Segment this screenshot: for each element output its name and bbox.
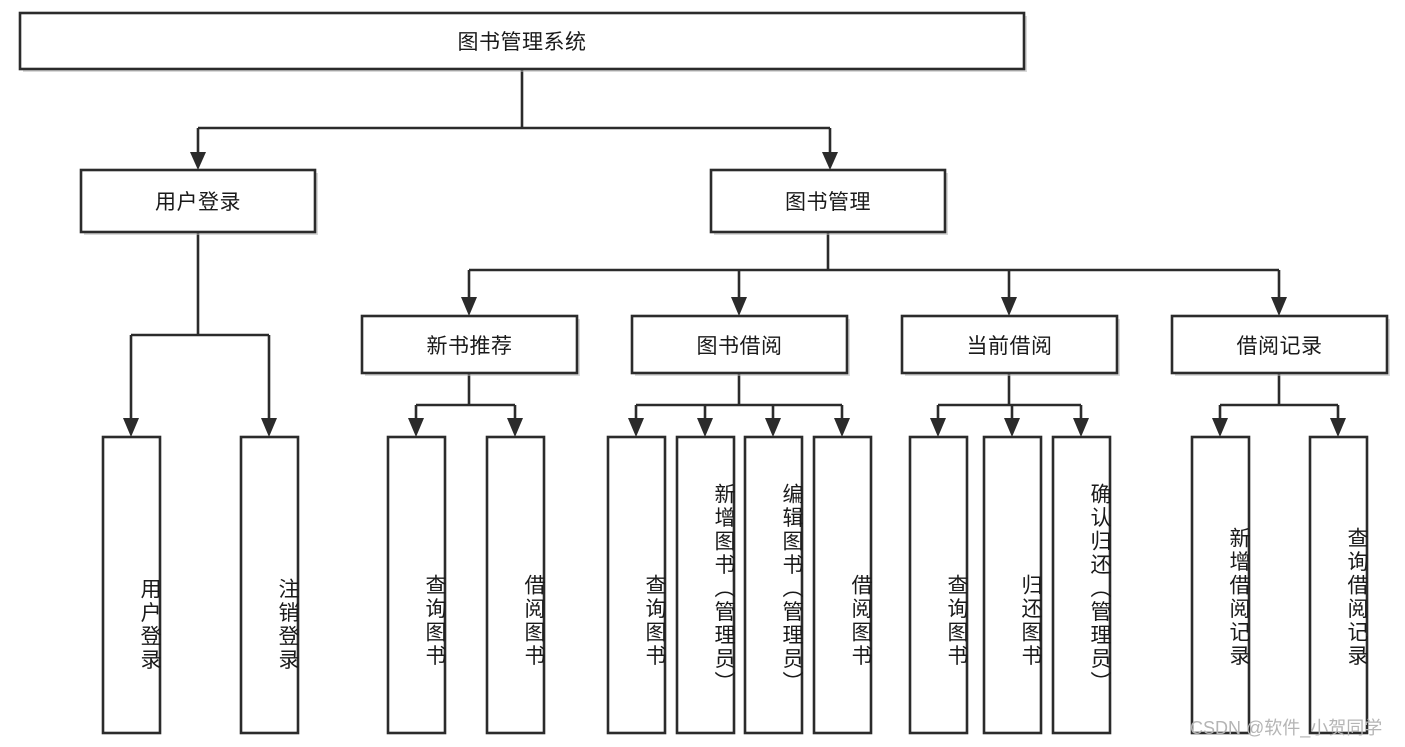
arrowhead-current-borrow — [1001, 297, 1017, 316]
node-box-new-book-recommend[interactable] — [360, 314, 579, 375]
arrowhead-leaf-borrow-book-2 — [834, 418, 850, 437]
arrowhead-user-login — [190, 152, 206, 170]
node-box-leaf-logout[interactable] — [239, 435, 300, 735]
node-box-book-manage[interactable] — [709, 168, 947, 234]
arrowhead-leaf-query-book-2 — [628, 418, 644, 437]
node-box-leaf-return-book[interactable] — [982, 435, 1043, 735]
arrowhead-leaf-user-login — [123, 418, 139, 437]
arrowhead-leaf-return-book — [1004, 418, 1020, 437]
arrowhead-leaf-add-book — [697, 418, 713, 437]
arrowhead-leaf-edit-book — [765, 418, 781, 437]
node-box-leaf-borrow-book-2[interactable] — [812, 435, 873, 735]
node-box-leaf-query-record[interactable] — [1308, 435, 1369, 735]
arrowhead-book-manage — [822, 152, 838, 170]
node-box-root[interactable] — [18, 11, 1026, 71]
arrowhead-leaf-confirm-return — [1073, 418, 1089, 437]
arrowhead-book-borrow — [731, 297, 747, 316]
node-box-leaf-confirm-return[interactable] — [1051, 435, 1112, 735]
csdn-watermark: CSDN @软件_小贺同学 — [1190, 718, 1383, 738]
arrowhead-leaf-query-book-1 — [408, 418, 424, 437]
arrowhead-leaf-add-record — [1212, 418, 1228, 437]
node-layer — [18, 11, 1390, 735]
arrowhead-leaf-borrow-book-1 — [507, 418, 523, 437]
node-box-leaf-user-login[interactable] — [101, 435, 162, 735]
node-box-leaf-query-book-1[interactable] — [386, 435, 447, 735]
node-box-leaf-query-book-2[interactable] — [606, 435, 667, 735]
node-box-current-borrow[interactable] — [900, 314, 1119, 375]
node-box-borrow-record[interactable] — [1170, 314, 1389, 375]
node-box-leaf-edit-book[interactable] — [743, 435, 804, 735]
arrowhead-leaf-query-record — [1330, 418, 1346, 437]
node-box-leaf-add-record[interactable] — [1190, 435, 1251, 735]
node-box-leaf-borrow-book-1[interactable] — [485, 435, 546, 735]
arrowhead-leaf-query-book-3 — [930, 418, 946, 437]
node-box-leaf-add-book[interactable] — [675, 435, 736, 735]
arrowhead-new-book-recommend — [461, 297, 477, 316]
node-box-leaf-query-book-3[interactable] — [908, 435, 969, 735]
node-box-user-login[interactable] — [79, 168, 317, 234]
arrowhead-borrow-record — [1271, 297, 1287, 316]
arrowhead-leaf-logout — [261, 418, 277, 437]
edge-layer — [123, 69, 1346, 437]
node-box-book-borrow[interactable] — [630, 314, 849, 375]
